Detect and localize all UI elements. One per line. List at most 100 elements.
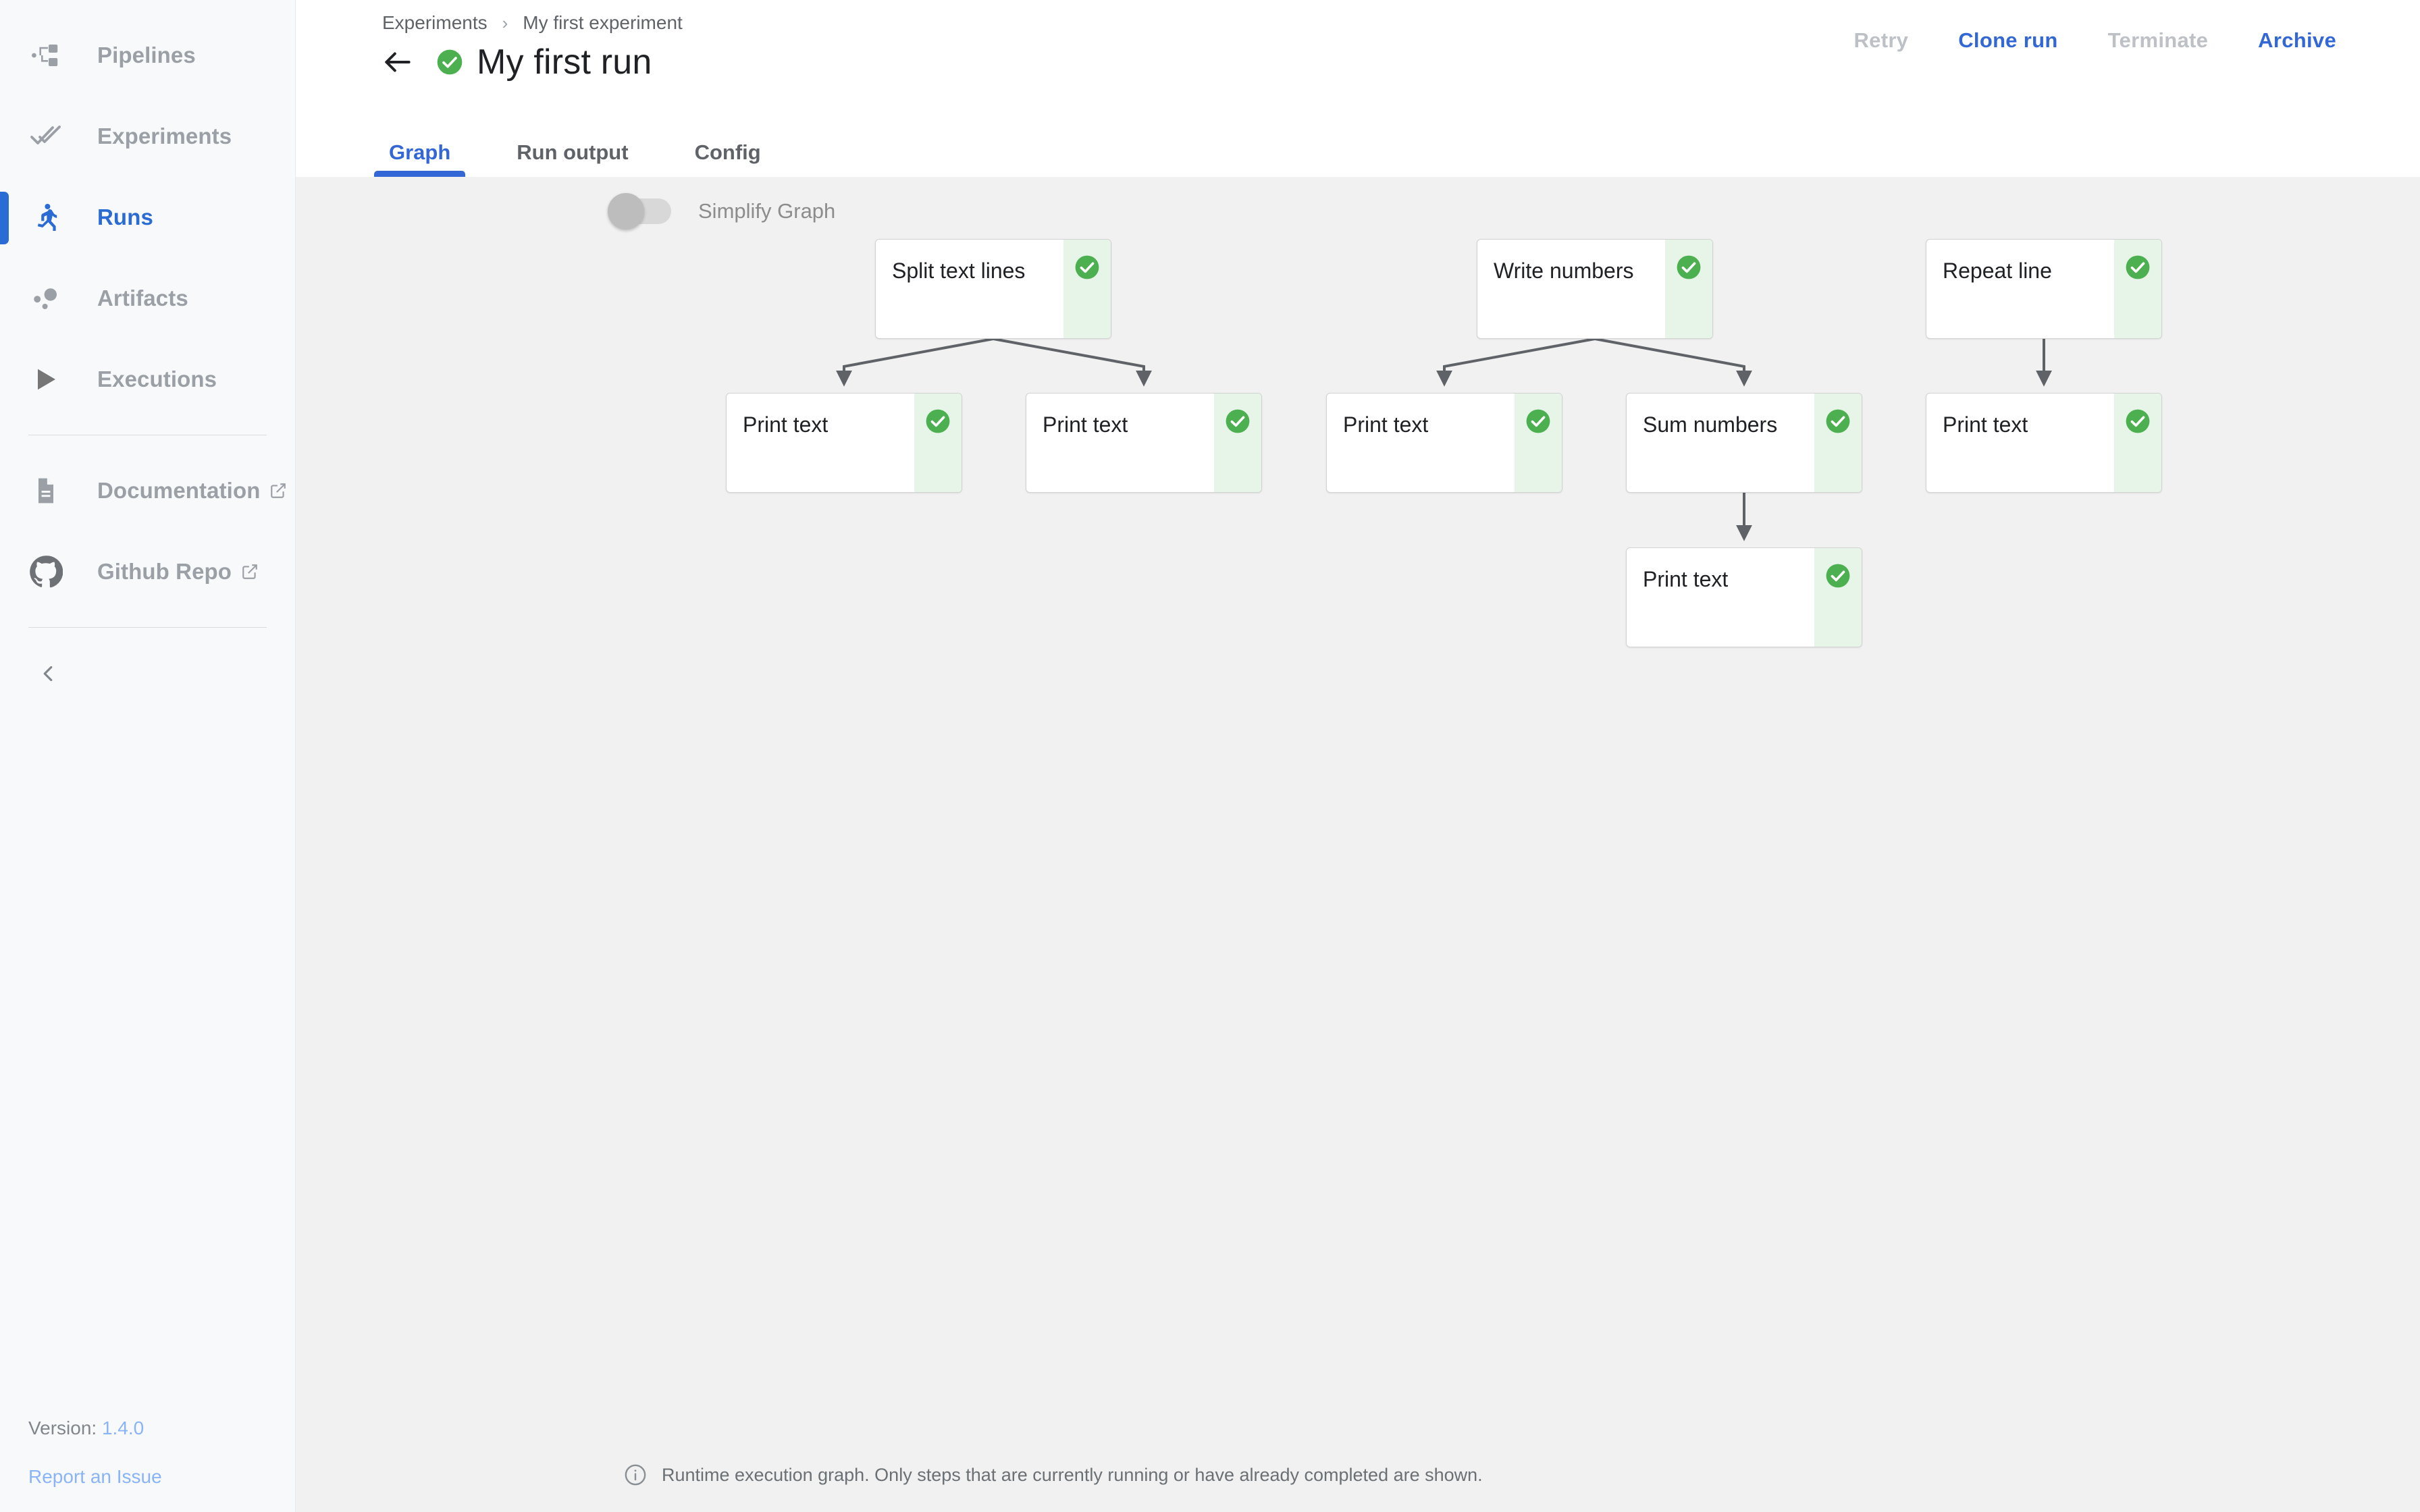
github-icon xyxy=(28,554,63,589)
graph-edge-split-text-lines-to-print-text-2 xyxy=(993,338,1152,387)
info-icon xyxy=(624,1463,647,1486)
runs-icon xyxy=(28,200,63,235)
success-check-icon xyxy=(1826,409,1850,433)
terminate-button[interactable]: Terminate xyxy=(2107,28,2209,52)
graph-node-print-text-1[interactable]: Print text xyxy=(726,393,962,493)
success-check-icon xyxy=(1226,409,1250,433)
breadcrumb-separator-icon: › xyxy=(502,12,508,33)
success-check-icon xyxy=(1826,564,1850,588)
tab-bar: Graph Run output Config xyxy=(296,122,2420,177)
graph-node-label: Print text xyxy=(1043,412,1128,437)
header-actions: Retry Clone run Terminate Archive xyxy=(1804,28,2336,53)
status-badge xyxy=(436,49,463,76)
graph-node-label: Write numbers xyxy=(1494,259,1634,283)
sidebar-item-runs[interactable]: Runs xyxy=(0,177,295,258)
sidebar-link-github-repo[interactable]: Github Repo xyxy=(0,531,295,612)
external-link-icon xyxy=(269,482,287,500)
sidebar-item-label: Executions xyxy=(97,367,217,392)
document-icon xyxy=(28,473,63,508)
success-check-icon xyxy=(1526,409,1550,433)
graph-node-label: Sum numbers xyxy=(1643,412,1778,437)
chevron-left-icon xyxy=(35,661,61,690)
sidebar-item-label: Runs xyxy=(97,205,153,230)
graph-node-label: Print text xyxy=(1643,567,1729,591)
tab-config[interactable]: Config xyxy=(694,140,761,164)
version-info: Version: 1.4.0 xyxy=(28,1418,295,1439)
simplify-graph-control: Simplify Graph xyxy=(608,193,836,230)
retry-button[interactable]: Retry xyxy=(1853,28,1909,52)
tab-run-output[interactable]: Run output xyxy=(517,140,629,164)
experiments-icon xyxy=(28,119,63,154)
page-header: Experiments › My first experiment My fir… xyxy=(296,0,2420,122)
graph-node-label: Print text xyxy=(743,412,828,437)
graph-node-label: Repeat line xyxy=(1943,259,2052,283)
sidebar-footer: Version: 1.4.0 Report an Issue xyxy=(0,1418,295,1488)
graph-node-print-text-4[interactable]: Print text xyxy=(1626,547,1862,647)
graph-node-repeat-line[interactable]: Repeat line xyxy=(1926,239,2162,339)
graph-node-status-strip xyxy=(914,394,962,492)
graph-node-label: Print text xyxy=(1943,412,2028,437)
graph-note-text: Runtime execution graph. Only steps that… xyxy=(662,1464,1483,1485)
graph-edge-write-numbers-to-sum-numbers xyxy=(1594,338,1752,387)
sidebar-divider-bottom xyxy=(28,627,267,628)
graph-node-print-text-2[interactable]: Print text xyxy=(1026,393,1262,493)
graph-node-status-strip xyxy=(2114,394,2161,492)
version-number[interactable]: 1.4.0 xyxy=(101,1418,144,1438)
external-link-icon xyxy=(241,563,259,580)
sidebar-link-documentation[interactable]: Documentation xyxy=(0,450,295,531)
report-issue-link[interactable]: Report an Issue xyxy=(28,1466,162,1487)
sidebar-item-pipelines[interactable]: Pipelines xyxy=(0,15,295,96)
sidebar-item-label: Experiments xyxy=(97,124,232,148)
graph-node-status-strip xyxy=(1214,394,1261,492)
graph-node-split-text-lines[interactable]: Split text lines xyxy=(875,239,1111,339)
graph-note: Runtime execution graph. Only steps that… xyxy=(296,1438,2420,1512)
breadcrumb-item-experiments[interactable]: Experiments xyxy=(382,12,488,33)
executions-icon xyxy=(28,362,63,397)
version-prefix: Version: xyxy=(28,1418,97,1438)
tab-graph[interactable]: Graph xyxy=(374,140,466,177)
graph-node-status-strip xyxy=(1063,240,1111,338)
breadcrumb: Experiments › My first experiment xyxy=(382,12,683,34)
sidebar-item-experiments[interactable]: Experiments xyxy=(0,96,295,177)
graph-node-sum-numbers[interactable]: Sum numbers xyxy=(1626,393,1862,493)
graph-node-print-text-5[interactable]: Print text xyxy=(1926,393,2162,493)
graph-node-status-strip xyxy=(1515,394,1562,492)
title-row: My first run xyxy=(378,42,652,82)
success-check-icon xyxy=(926,409,950,433)
graph-node-status-strip xyxy=(1814,394,1862,492)
sidebar-item-executions[interactable]: Executions xyxy=(0,339,295,420)
graph-node-label: Split text lines xyxy=(892,259,1026,283)
graph-node-status-strip xyxy=(1814,548,1862,647)
archive-button[interactable]: Archive xyxy=(2258,28,2336,52)
graph-edge-layer xyxy=(836,338,2052,541)
sidebar-link-label: Documentation xyxy=(97,478,261,503)
clone-run-button[interactable]: Clone run xyxy=(1958,28,2058,52)
success-check-icon xyxy=(2126,255,2150,279)
graph-node-status-strip xyxy=(1665,240,1712,338)
sidebar-item-label: Artifacts xyxy=(97,286,188,310)
main-content: Experiments › My first experiment My fir… xyxy=(296,0,2420,1512)
graph-edge-write-numbers-to-print-text-3 xyxy=(1436,338,1596,387)
graph-node-status-strip xyxy=(2114,240,2161,338)
graph-node-print-text-3[interactable]: Print text xyxy=(1326,393,1562,493)
sidebar-collapse-button[interactable] xyxy=(0,643,295,707)
sidebar-link-label: Github Repo xyxy=(97,559,232,584)
toggle-knob xyxy=(608,193,644,230)
sidebar: Pipelines Experiments xyxy=(0,0,296,1512)
sidebar-nav: Pipelines Experiments xyxy=(0,0,295,707)
graph-edge-split-text-lines-to-print-text-1 xyxy=(836,338,994,387)
sidebar-item-artifacts[interactable]: Artifacts xyxy=(0,258,295,339)
back-arrow-icon[interactable] xyxy=(378,43,417,82)
graph-node-write-numbers[interactable]: Write numbers xyxy=(1477,239,1713,339)
sidebar-item-label: Pipelines xyxy=(97,43,196,68)
artifacts-icon xyxy=(28,281,63,316)
simplify-graph-label: Simplify Graph xyxy=(698,199,836,223)
success-check-icon xyxy=(1677,255,1701,279)
pipelines-icon xyxy=(28,38,63,73)
success-check-icon xyxy=(2126,409,2150,433)
breadcrumb-item-my-first-experiment[interactable]: My first experiment xyxy=(523,12,683,33)
simplify-graph-toggle[interactable] xyxy=(608,193,671,230)
